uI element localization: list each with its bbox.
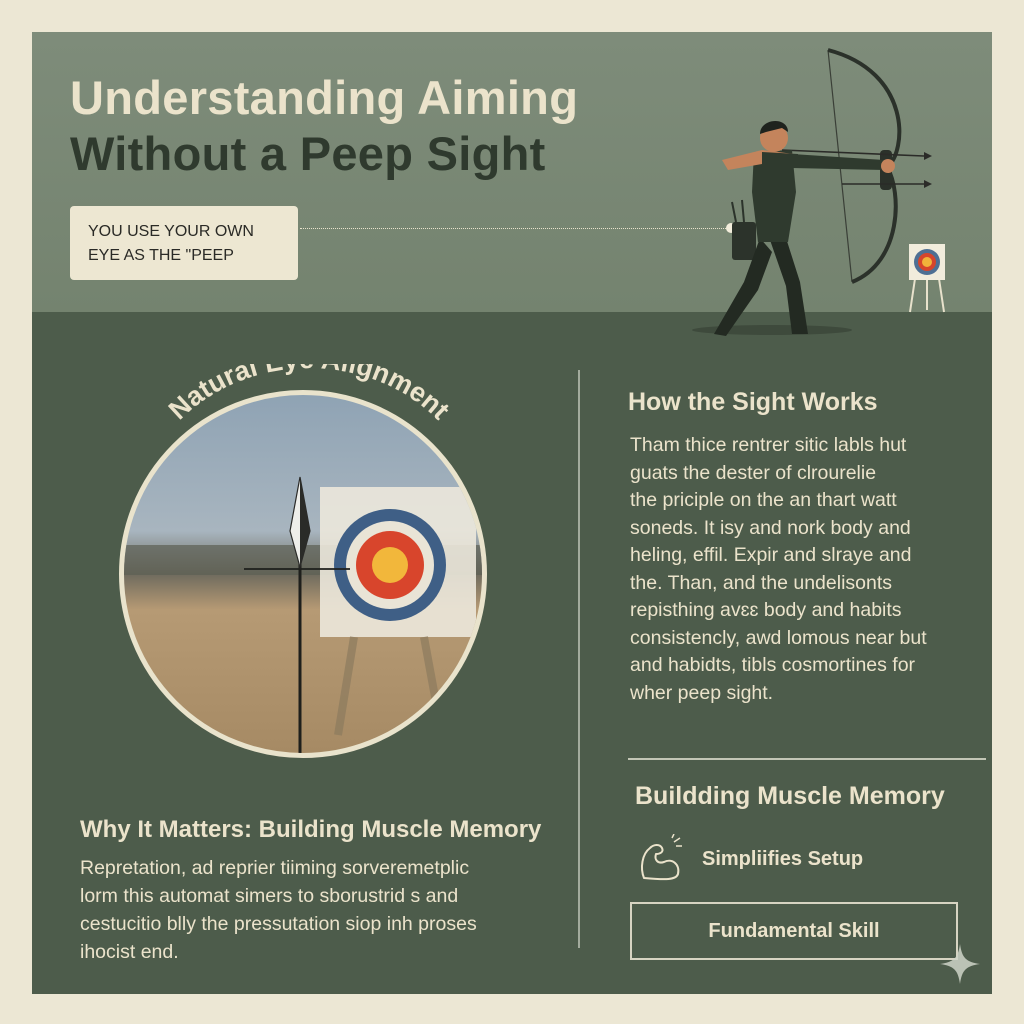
target-icon xyxy=(909,244,945,313)
column-divider xyxy=(578,370,580,948)
callout-line: YOU USE YOUR OWN xyxy=(88,223,254,240)
infographic-poster: Understanding Aiming Without a Peep Sigh… xyxy=(32,32,992,994)
muscle-memory-heading: Buildding Muscle Memory xyxy=(635,782,945,810)
callout-line: EYE AS THE "PEEP xyxy=(88,247,234,264)
body-line: Tham thice rentrer sitic labls hut xyxy=(630,434,907,456)
body-line: lorm this automat simers to sborustrid s… xyxy=(80,885,459,907)
section-divider xyxy=(628,758,986,760)
body-line: heling, effil. Expir and slraye and xyxy=(630,544,912,566)
why-it-matters-body: Repretation, ad reprier tiiming sorverem… xyxy=(80,854,550,966)
header-banner: Understanding Aiming Without a Peep Sigh… xyxy=(32,32,992,336)
peep-callout: YOU USE YOUR OWN EYE AS THE "PEEP xyxy=(70,206,298,280)
simplifies-setup-label: Simpliifies Setup xyxy=(702,848,864,870)
how-sight-works-body: Tham thice rentrer sitic labls hut guats… xyxy=(630,432,970,707)
why-it-matters-heading: Why It Matters: Building Muscle Memory xyxy=(80,816,542,843)
body-line: soneds. It isy and nork body and xyxy=(630,516,911,539)
callout-leader-line xyxy=(300,228,730,229)
body-line: cestucitio blly the pressutation siop in… xyxy=(80,913,477,935)
sparkle-icon xyxy=(940,944,980,984)
archer-illustration-icon xyxy=(692,48,932,336)
body-line: the. Than, and the undelisonts xyxy=(630,571,893,594)
flexed-arm-icon xyxy=(641,834,682,881)
body-line: and habidts, tibls cosmortines for xyxy=(630,654,916,676)
body-line: Repretation, ad reprier tiiming sorverem… xyxy=(80,857,470,879)
body-line: the priciple on the an thart watt xyxy=(630,489,897,511)
how-sight-works-heading: How the Sight Works xyxy=(628,388,878,416)
fundamental-skill-box: Fundamental Skill xyxy=(630,902,958,960)
page-title-line1: Understanding Aiming xyxy=(70,71,579,124)
body-line: guats the dester of clrourelie xyxy=(630,461,877,484)
body-line: consistencly, awd lomous near but xyxy=(630,626,927,649)
eye-marker-dot xyxy=(726,223,736,233)
body-line: repisthing avɛɛ body and habits xyxy=(630,599,902,621)
fundamental-skill-label: Fundamental Skill xyxy=(708,919,880,942)
body-line: wher peep sight. xyxy=(630,681,774,704)
sight-view-circle xyxy=(119,390,487,758)
page-title-line2: Without a Peep Sight xyxy=(70,127,546,180)
body-line: ihocist end. xyxy=(80,941,179,963)
